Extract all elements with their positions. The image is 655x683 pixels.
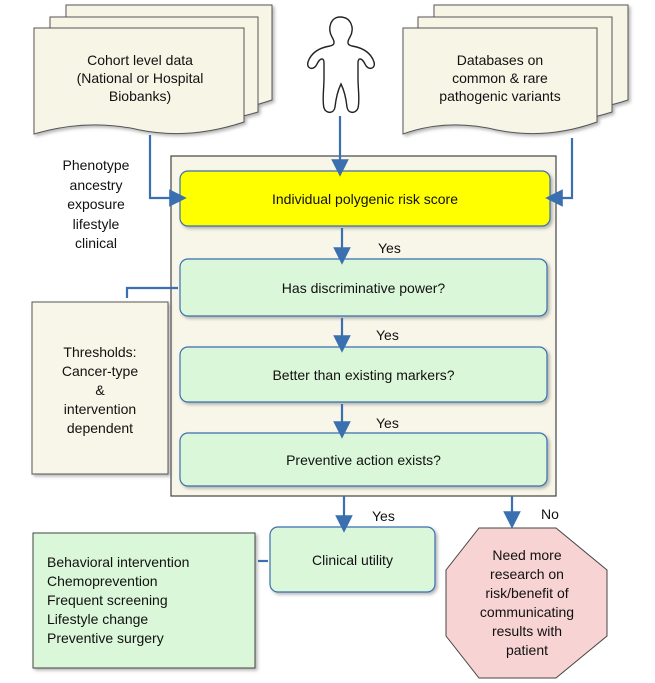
clinical-utility-label: Clinical utility bbox=[270, 527, 435, 592]
side-inputs-text: Phenotype ancestry exposure lifestyle cl… bbox=[62, 157, 130, 251]
cohort-data-text: Cohort level data (National or Hospital … bbox=[76, 52, 204, 104]
action-item: Chemoprevention bbox=[47, 573, 158, 589]
action-item: Behavioral intervention bbox=[47, 554, 190, 570]
preventive-action-box bbox=[179, 432, 548, 487]
research-text: Need more research on risk/benefit of co… bbox=[479, 547, 575, 658]
action-item: Frequent screening bbox=[47, 592, 168, 608]
discriminative-box bbox=[179, 258, 548, 317]
arrow-cohort-to-prs bbox=[148, 135, 187, 207]
no-label: No bbox=[541, 506, 559, 522]
preventive-action-label: Preventive action exists? bbox=[286, 451, 441, 468]
yes-label-4: Yes bbox=[372, 508, 395, 524]
prs-label: Individual polygenic risk score bbox=[272, 190, 458, 207]
arrow-db-to-prs bbox=[545, 138, 574, 207]
thresholds-text: Thresholds: Cancer-type & intervention d… bbox=[61, 343, 139, 436]
thresholds-box bbox=[31, 301, 169, 475]
actions-box bbox=[32, 532, 256, 669]
variant-databases-document bbox=[402, 4, 629, 135]
research-octagon bbox=[445, 527, 608, 679]
yes-label-1: Yes bbox=[378, 240, 401, 256]
thresholds-connector bbox=[125, 286, 178, 298]
actions-list: Behavioral intervention Chemoprevention … bbox=[47, 553, 247, 648]
clinical-utility-text: Clinical utility bbox=[312, 552, 393, 568]
better-markers-label: Better than existing markers? bbox=[272, 366, 455, 383]
person-icon bbox=[306, 16, 376, 114]
databases-text: Databases on common & rare pathogenic va… bbox=[439, 52, 561, 104]
discriminative-label: Has discriminative power? bbox=[281, 279, 446, 296]
action-item: Lifestyle change bbox=[47, 611, 149, 627]
action-item: Preventive surgery bbox=[47, 630, 164, 646]
cohort-data-document bbox=[33, 4, 273, 135]
yes-label-3: Yes bbox=[376, 415, 399, 431]
yes-label-2: Yes bbox=[376, 327, 399, 343]
better-markers-box bbox=[179, 346, 548, 403]
